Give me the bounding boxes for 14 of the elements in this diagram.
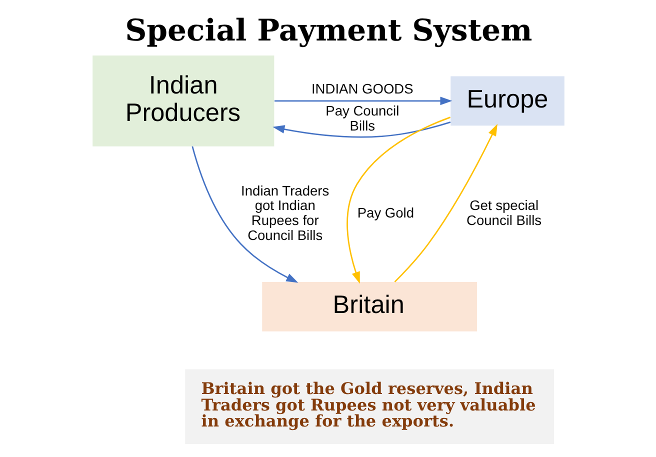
arrow (394, 124, 497, 282)
edge-label: Indian Traders got Indian Rupees for Council Bills (240, 183, 329, 244)
node-box: Europe (450, 76, 564, 126)
edge-label: INDIAN GOODS (310, 82, 413, 97)
arrow (272, 122, 450, 138)
edge-label: Get special Council Bills (466, 198, 542, 228)
arrow (191, 146, 298, 283)
arrow (346, 116, 450, 284)
edge-label: Pay Council Bills (325, 103, 399, 134)
node-box: Britain (262, 282, 477, 332)
arrow (274, 96, 452, 106)
node-box: Indian Producers (92, 56, 274, 146)
edge-label: Pay Gold (356, 206, 414, 221)
diagram-title: Special Payment System (124, 13, 532, 48)
